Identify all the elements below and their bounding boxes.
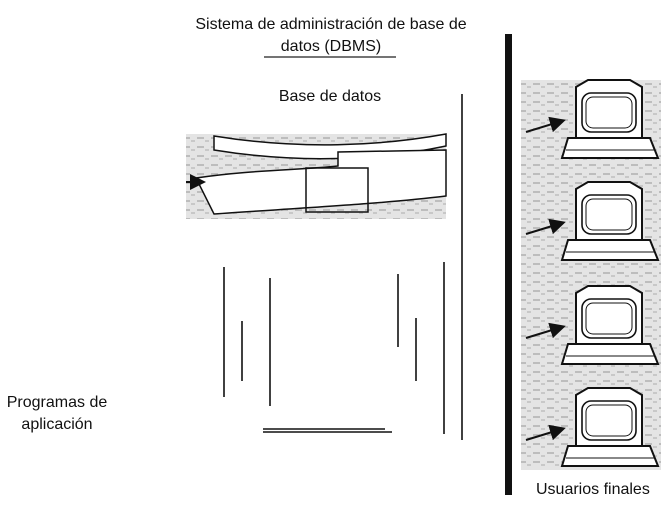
dbms-title: Sistema de administración de base de dat… (195, 16, 467, 55)
end-users-panel (521, 79, 661, 470)
user-arrow (525, 322, 566, 339)
database-box (305, 167, 369, 213)
computer-terminal-icon (560, 285, 660, 365)
user-arrow (525, 218, 566, 235)
database-graphic (186, 133, 447, 219)
user-arrow (525, 424, 566, 441)
end-users-label: Usuarios finales (536, 481, 650, 498)
application-programs-label: Programas de aplicación (6, 394, 108, 433)
computer-terminal-icon (560, 181, 660, 261)
database-label: Base de datos (278, 88, 382, 105)
computer-terminal-icon (560, 79, 660, 159)
application-lines (223, 94, 463, 440)
database-band-lower (194, 149, 447, 215)
computer-terminal-icon (560, 387, 660, 467)
users-divider (505, 34, 512, 495)
user-arrow (525, 116, 566, 133)
